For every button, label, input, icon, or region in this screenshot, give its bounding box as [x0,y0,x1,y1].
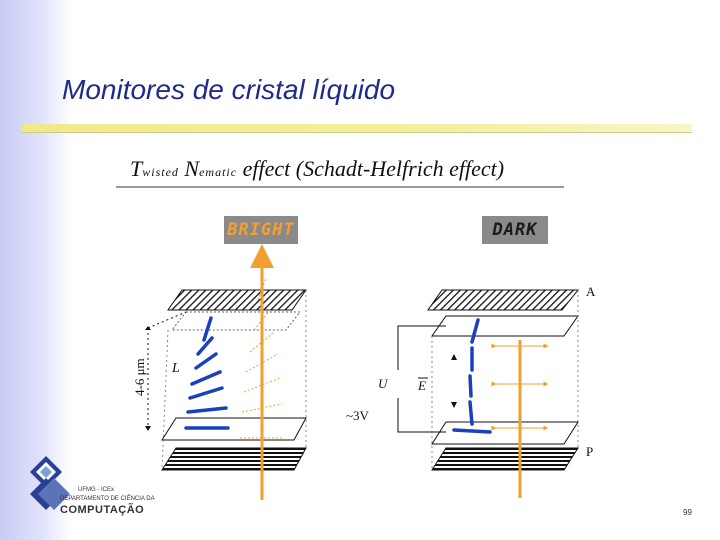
dark-badge: DARK [482,216,548,244]
thickness-tick-top [147,311,187,329]
bright-badge: BRIGHT [224,216,298,244]
thickness-arrow-top [145,326,151,330]
bright-top-glass [170,311,302,331]
dcc-logo [30,456,70,510]
subtitle-wisted: wisted [142,165,179,179]
dark-polarizer-plate [431,447,579,471]
sidebar-gradient [0,0,72,540]
dark-bottom-glass [431,421,579,445]
subtitle-n: N [178,156,200,181]
voltage-symbol: U [378,376,389,391]
thickness-arrow-bottom [145,426,151,431]
dark-analyzer-plate [427,289,580,311]
logo-line-2: DEPARTAMENTO DE CIÊNCIA DA [60,496,155,502]
bright-molecules [184,316,230,430]
director-label: L [171,361,180,376]
bright-analyzer-plate [167,289,307,311]
subtitle-rest: effect (Schadt-Helfrich effect) [237,156,505,181]
bright-polarizer-plate [161,447,307,471]
slide-title: Monitores de cristal líquido [62,74,396,105]
field-arrow-down [451,402,457,408]
subtitle-t: T [130,156,143,181]
polarizer-label: P [586,444,593,459]
title-underline [22,124,692,133]
analyzer-label: A [586,284,596,299]
logo-line-3: COMPUTAÇÃO [60,504,145,516]
bright-panel: 4-6 μm L [132,244,307,500]
subtitle-underline [116,186,564,188]
diagram-subtitle: Twisted Nematic effect (Schadt-Helfrich … [130,156,504,182]
bright-polarization [240,277,284,439]
field-arrow-up [451,354,457,360]
subtitle-ematic: ematic [199,165,238,179]
bright-bottom-glass [161,417,307,441]
wire-top [397,325,446,370]
dark-top-glass [431,315,579,337]
page-number: 99 [683,508,692,517]
dark-molecules [452,318,492,434]
voltage-value: ~3V [346,408,370,423]
dark-panel: U E ~3V A P [346,284,596,498]
bright-side-left [161,329,169,471]
logo-line-1: UFMG - ICEx [78,487,114,493]
thickness-label: 4-6 μm [132,358,147,396]
dark-polarization [491,343,549,431]
field-symbol: E [417,378,426,393]
wire-bottom [397,398,446,433]
